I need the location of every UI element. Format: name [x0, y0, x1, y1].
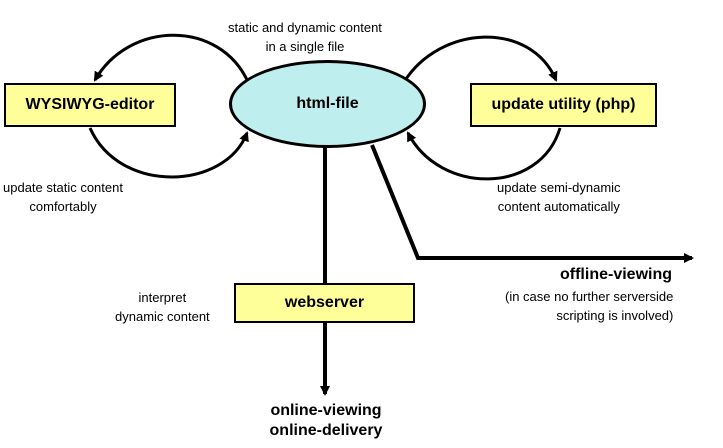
offline-viewing-text: offline-viewing — [560, 266, 672, 283]
note-single-file: static and dynamic content in a single f… — [228, 18, 382, 56]
note-interpret: interpret dynamic content — [115, 288, 210, 326]
online-delivery-text: online-delivery — [269, 422, 383, 439]
note-update-static: update static content comfortably — [3, 178, 123, 216]
webserver-box: webserver — [234, 283, 415, 323]
note-line: (in case no further serverside — [505, 289, 674, 304]
online-output-label: online-viewing online-delivery — [248, 401, 404, 441]
note-line: content automatically — [497, 199, 620, 214]
arrow-html-to-offline — [370, 144, 694, 263]
online-viewing-text: online-viewing — [270, 402, 382, 419]
note-offline-condition: (in case no further serverside scripting… — [505, 287, 673, 325]
offline-viewing-label: offline-viewing — [540, 265, 692, 285]
note-line: in a single file — [265, 39, 345, 54]
note-update-semi-dynamic: update semi-dynamic content automaticall… — [497, 178, 621, 216]
update-utility-box: update utility (php) — [470, 83, 657, 127]
note-line: comfortably — [29, 199, 97, 214]
note-line: static and dynamic content — [228, 20, 382, 35]
arrow-utility-to-html — [406, 127, 562, 181]
note-line: interpret — [138, 290, 187, 305]
note-line: scripting is involved) — [556, 308, 674, 323]
arrow-editor-to-html — [88, 127, 249, 179]
arrow-html-to-editor — [93, 33, 250, 83]
wysiwyg-editor-label: WYSIWYG-editor — [25, 96, 155, 113]
webserver-label: webserver — [284, 294, 365, 311]
note-line: dynamic content — [115, 309, 210, 324]
html-file-label: html-file — [296, 95, 359, 112]
note-line: update static content — [3, 180, 123, 195]
note-line: update semi-dynamic — [497, 180, 621, 195]
wysiwyg-editor-box: WYSIWYG-editor — [4, 83, 176, 127]
html-file-node: html-file — [229, 60, 426, 148]
update-utility-label: update utility (php) — [491, 96, 636, 113]
arrow-html-to-utility — [402, 35, 558, 83]
